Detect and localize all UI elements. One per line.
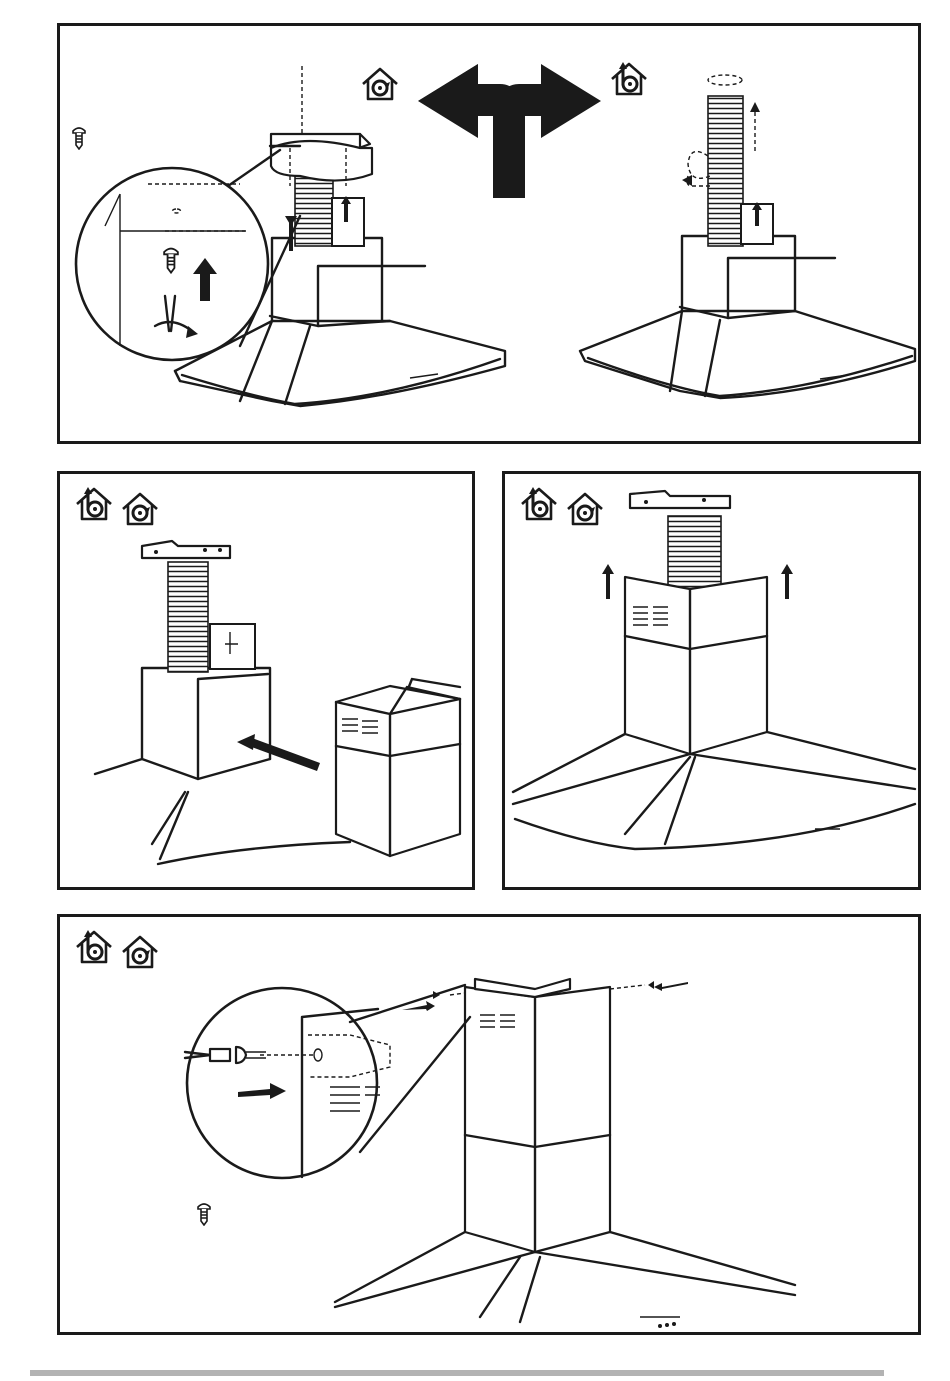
panel-step-3 xyxy=(502,471,921,890)
chimney-hood xyxy=(335,979,795,1328)
lift-arrow-icon xyxy=(781,564,793,599)
recirculation-mode-icon xyxy=(123,937,157,967)
screw-icon xyxy=(198,1204,210,1225)
panel-step-2-illustration xyxy=(60,474,472,887)
chimney-cover-sleeve xyxy=(336,679,460,856)
chimney-hood xyxy=(513,516,915,849)
ducted-mode-icon xyxy=(612,62,646,94)
panel-step-4-illustration xyxy=(60,917,918,1332)
panel-step-3-illustration xyxy=(505,474,918,887)
panel-step-2 xyxy=(57,471,475,890)
chimney-hood-right xyxy=(580,75,915,398)
mounting-bracket xyxy=(142,541,230,558)
ducted-mode-icon xyxy=(77,930,111,962)
screw-icon xyxy=(73,128,85,149)
chimney-hood xyxy=(95,562,350,864)
panel-step-1-illustration xyxy=(60,26,918,441)
ducted-mode-icon xyxy=(77,487,111,519)
detail-magnifier-left xyxy=(76,146,300,360)
lift-arrow-icon xyxy=(602,564,614,599)
recirculation-mode-icon xyxy=(123,494,157,524)
panel-step-4 xyxy=(57,914,921,1335)
panel-step-1 xyxy=(57,23,921,444)
recirculation-mode-icon xyxy=(363,69,397,99)
mounting-bracket xyxy=(630,491,730,508)
insert-arrow-icon xyxy=(654,982,688,991)
footer-bar xyxy=(30,1370,884,1376)
detail-magnifier xyxy=(185,985,470,1178)
recirculation-mode-icon xyxy=(568,494,602,524)
ducted-mode-icon xyxy=(522,487,556,519)
